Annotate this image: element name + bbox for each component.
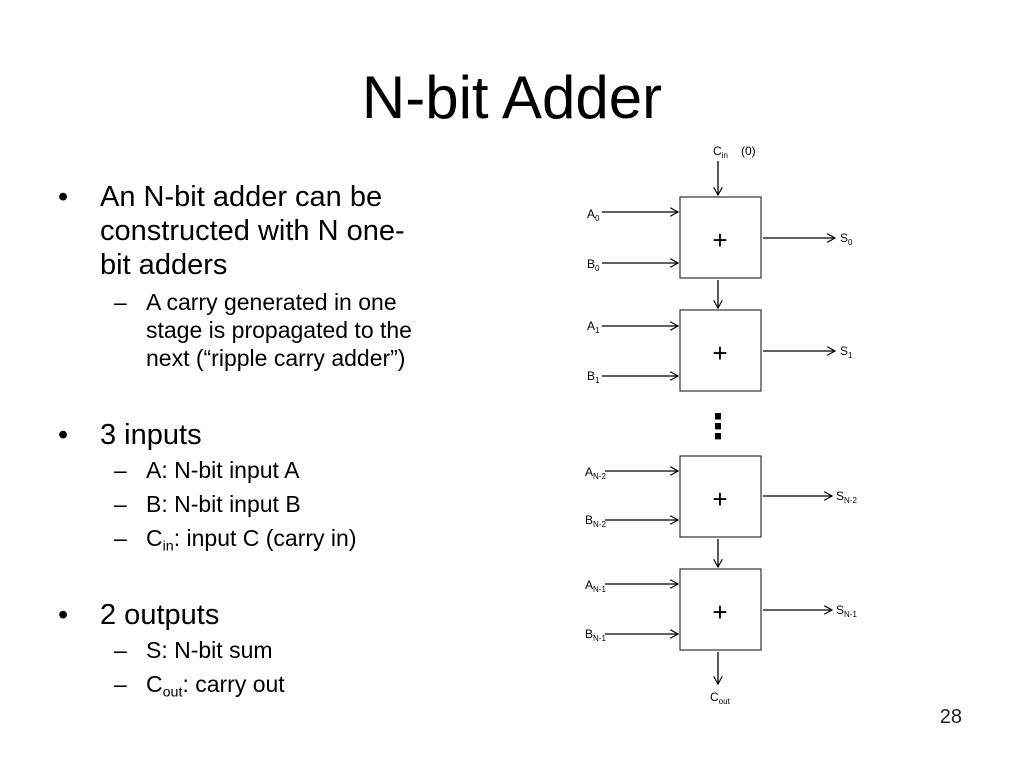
adder-stage-0: + A0 B0 S0	[587, 196, 853, 279]
bullet-list: • An N-bit adder can be constructed with…	[56, 180, 526, 701]
sum-label: S1	[840, 344, 853, 360]
sub-bullet-item: – B: N-bit input B	[56, 490, 526, 518]
cout-diagram-label: Cout	[710, 690, 731, 706]
sub-bullet-text: B: N-bit input B	[146, 491, 301, 517]
sub-bullet-dash: –	[114, 671, 127, 697]
bullet-text: 3 inputs	[100, 419, 202, 451]
input-b-label: BN-2	[585, 513, 606, 529]
sub-bullet-dash: –	[114, 637, 127, 663]
cin-value: (0)	[741, 144, 756, 158]
adder-plus: +	[712, 597, 727, 627]
bullet-dot: •	[58, 181, 69, 213]
input-a-label: AN-1	[585, 578, 606, 594]
sub-bullet-text: : carry out	[182, 671, 285, 697]
bullet-line: constructed with N one-	[100, 215, 405, 247]
cout-subscript: out	[162, 684, 183, 701]
sub-bullet-line: stage is propagated to the	[146, 317, 412, 343]
input-a-label: A0	[587, 207, 600, 223]
input-a-label: AN-2	[585, 465, 606, 481]
adder-stage-1: + A1 B1 S1	[587, 309, 853, 392]
adder-plus: +	[712, 225, 727, 255]
sub-bullet-item: – A carry generated in one stage is prop…	[56, 288, 526, 372]
adder-stage-n-1: + AN-1 BN-1 SN-1	[585, 568, 857, 651]
page-number: 28	[939, 706, 962, 728]
bullet-dot: •	[58, 599, 69, 631]
cin-diagram-label: Cin	[713, 144, 728, 160]
adder-box	[679, 455, 762, 538]
bullet-item: • 3 inputs	[56, 418, 526, 452]
ripple-carry-adder-diagram: Cin (0) + A0 B0 S0 + A1 B1 S1 ⋮ + AN-2 B…	[585, 144, 857, 706]
ellipsis-vertical: ⋮	[701, 408, 735, 446]
sum-label: S0	[840, 231, 853, 247]
input-a-label: A1	[587, 319, 600, 335]
adder-box	[679, 309, 762, 392]
input-b-label: B0	[587, 257, 600, 273]
bullet-dot: •	[58, 419, 69, 451]
sub-bullet-line: next (“ripple carry adder”)	[146, 345, 406, 371]
sub-bullet-dash: –	[114, 289, 127, 315]
sum-label: SN-1	[836, 603, 857, 619]
sub-bullet-text: S: N-bit sum	[146, 637, 273, 663]
sub-bullet-dash: –	[114, 491, 127, 517]
sub-bullet-item: – Cout: carry out	[56, 670, 526, 701]
adder-box	[679, 568, 762, 651]
sum-label: SN-2	[836, 489, 857, 505]
cout-label: C	[146, 671, 163, 697]
sub-bullet-dash: –	[114, 457, 127, 483]
sub-bullet-dash: –	[114, 525, 127, 551]
cin-subscript: in	[162, 538, 174, 555]
bullet-item: • 2 outputs	[56, 598, 526, 632]
sub-bullet-item: – Cin: input C (carry in)	[56, 524, 526, 555]
sub-bullet-text: : input C (carry in)	[173, 525, 357, 551]
adder-box	[679, 196, 762, 279]
sub-bullet-item: – S: N-bit sum	[56, 636, 526, 664]
sub-bullet-item: – A: N-bit input A	[56, 456, 526, 484]
input-b-label: B1	[587, 369, 600, 385]
cin-label: C	[146, 525, 163, 551]
adder-stage-n-2: + AN-2 BN-2 SN-2	[585, 455, 857, 538]
bullet-item: • An N-bit adder can be constructed with…	[56, 180, 526, 282]
bullet-line: An N-bit adder can be	[100, 181, 383, 213]
sub-bullet-text: A: N-bit input A	[146, 457, 300, 483]
sub-bullet-line: A carry generated in one	[146, 289, 397, 315]
bullet-text: 2 outputs	[100, 599, 220, 631]
slide-title: N-bit Adder	[361, 64, 663, 131]
input-b-label: BN-1	[585, 627, 606, 643]
adder-plus: +	[712, 338, 727, 368]
bullet-line: bit adders	[100, 249, 228, 281]
adder-plus: +	[712, 484, 727, 514]
